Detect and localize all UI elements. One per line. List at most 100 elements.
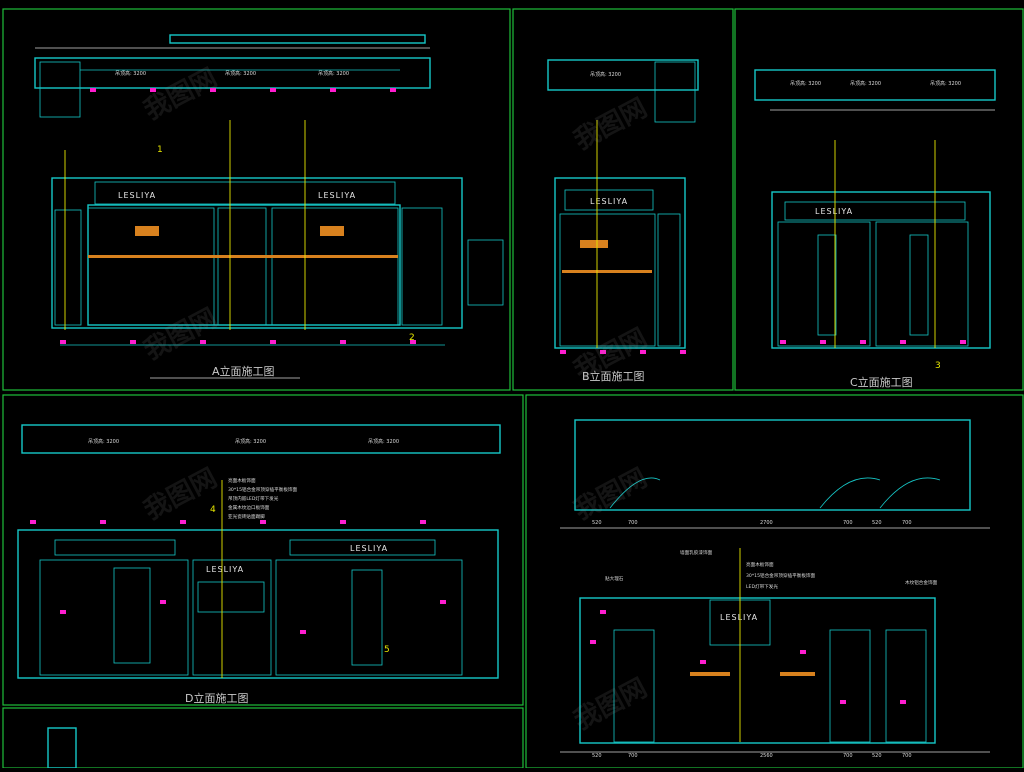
dimension-marker [960,340,966,344]
logo-c: LESLIYA [815,207,853,216]
dimension-marker [860,340,866,344]
svg-text:我图网: 我图网 [139,63,222,126]
svg-text:贴大理石: 贴大理石 [605,575,624,582]
svg-text:墙面乳胶漆饰面: 墙面乳胶漆饰面 [680,549,713,556]
caption-a: A立面施工图 [212,364,275,378]
dimension-marker [640,350,646,354]
dimension-marker [420,520,426,524]
dimension-marker [600,610,606,614]
logo-e: LESLIYA [720,613,758,622]
svg-text:520: 520 [872,520,882,526]
svg-text:我图网: 我图网 [139,303,222,366]
svg-text:700: 700 [628,520,638,526]
svg-text:520: 520 [592,520,602,526]
svg-text:吊顶高: 3200: 吊顶高: 3200 [850,80,881,87]
svg-text:2560: 2560 [760,753,773,759]
svg-text:亮面木板饰面: 亮面木板饰面 [228,477,256,484]
dimension-marker [840,700,846,704]
dimension-marker [150,88,156,92]
svg-text:吊顶内嵌LED灯带下发光: 吊顶内嵌LED灯带下发光 [228,495,279,502]
svg-text:吊顶高: 3200: 吊顶高: 3200 [318,70,349,77]
elevation-a: 吊顶高: 3200 吊顶高: 3200 吊顶高: 3200 LESLIYA LE… [34,34,504,379]
svg-text:520: 520 [872,753,882,759]
svg-text:亚光瓷砖贴面踢脚: 亚光瓷砖贴面踢脚 [228,513,265,520]
dimension-marker [270,88,276,92]
logo-d2: LESLIYA [350,544,388,553]
dimension-marker [300,630,306,634]
svg-text:700: 700 [843,753,853,759]
elevation-b: 吊顶高: 3200 LESLIYA B立面施工图 [547,59,699,383]
dimension-marker [30,520,36,524]
svg-text:吊顶高: 3200: 吊顶高: 3200 [115,70,146,77]
dimension-marker [900,340,906,344]
dimension-marker [130,340,136,344]
dimension-marker [90,88,96,92]
section-marks: 1 2 3 4 5 [157,145,941,655]
svg-text:我图网: 我图网 [569,463,652,526]
ceiling-height-labels-d: 吊顶高: 3200 吊顶高: 3200 吊顶高: 3200 [88,438,399,445]
svg-text:我图网: 我图网 [569,93,652,156]
logo-d1: LESLIYA [206,565,244,574]
svg-text:吊顶高: 3200: 吊顶高: 3200 [790,80,821,87]
svg-text:我图网: 我图网 [139,463,222,526]
watermarks: 我图网 我图网 我图网 我图网 我图网 我图网 我图网 [139,63,652,736]
dimension-markers [30,88,966,704]
svg-text:1: 1 [157,145,163,155]
svg-text:30*15铝合金吊顶穿插平衡板饰面: 30*15铝合金吊顶穿插平衡板饰面 [228,486,298,493]
svg-text:木纹铝合金饰面: 木纹铝合金饰面 [905,579,938,586]
dimension-marker [900,700,906,704]
callouts-e: 墙面乳胶漆饰面 亮面木板饰面 30*15铝合金吊顶穿插平衡板饰面 LED灯带下发… [605,549,938,590]
dimension-marker [780,340,786,344]
svg-text:700: 700 [902,753,912,759]
dimension-marker [440,600,446,604]
dimension-marker [160,600,166,604]
svg-text:吊顶高: 3200: 吊顶高: 3200 [225,70,256,77]
ceiling-height-labels-a: 吊顶高: 3200 吊顶高: 3200 吊顶高: 3200 [115,70,349,77]
bottom-dimensions-e: 520 700 2560 700 520 700 [592,753,912,759]
dimension-marker [210,88,216,92]
dimension-marker [60,610,66,614]
dimension-marker [270,340,276,344]
svg-text:700: 700 [902,520,912,526]
elevation-d: 吊顶高: 3200 吊顶高: 3200 吊顶高: 3200 LESLIYA LE… [17,424,501,705]
svg-text:5: 5 [384,645,390,655]
logo-b: LESLIYA [590,197,628,206]
dimension-marker [680,350,686,354]
caption-b: B立面施工图 [582,369,645,383]
svg-text:3: 3 [935,361,941,371]
svg-text:吊顶高: 3200: 吊顶高: 3200 [368,438,399,445]
dimension-marker [560,350,566,354]
svg-text:吊顶高: 3200: 吊顶高: 3200 [930,80,961,87]
dimension-marker [820,340,826,344]
dimension-marker [180,520,186,524]
top-dimensions-e: 520 700 2700 700 520 700 [592,520,912,526]
dimension-marker [260,520,266,524]
svg-text:2700: 2700 [760,520,773,526]
dimension-marker [410,340,416,344]
svg-text:吊顶高: 3200: 吊顶高: 3200 [88,438,119,445]
ceiling-height-labels-c: 吊顶高: 3200 吊顶高: 3200 吊顶高: 3200 [790,80,961,87]
svg-text:700: 700 [628,753,638,759]
svg-text:金属木纹边口板饰面: 金属木纹边口板饰面 [228,504,270,511]
svg-text:LED灯带下发光: LED灯带下发光 [746,583,778,590]
svg-text:2: 2 [409,333,415,343]
svg-text:我图网: 我图网 [569,673,652,736]
dimension-marker [340,520,346,524]
dimension-marker [200,340,206,344]
elevation-c: 吊顶高: 3200 吊顶高: 3200 吊顶高: 3200 LESLIYA C立… [754,69,996,389]
dimension-marker [100,520,106,524]
caption-c: C立面施工图 [850,375,913,389]
dimension-marker [700,660,706,664]
svg-text:吊顶高: 3200: 吊顶高: 3200 [235,438,266,445]
caption-d: D立面施工图 [185,691,248,705]
svg-text:4: 4 [210,505,216,515]
callouts-d: 亮面木板饰面 30*15铝合金吊顶穿插平衡板饰面 吊顶内嵌LED灯带下发光 金属… [228,477,298,520]
dimension-marker [800,650,806,654]
svg-text:520: 520 [592,753,602,759]
svg-text:30*15铝合金吊顶穿插平衡板饰面: 30*15铝合金吊顶穿插平衡板饰面 [746,572,816,579]
dimension-marker [600,350,606,354]
logo-a1: LESLIYA [118,191,156,200]
dimension-marker [60,340,66,344]
dimension-marker [390,88,396,92]
